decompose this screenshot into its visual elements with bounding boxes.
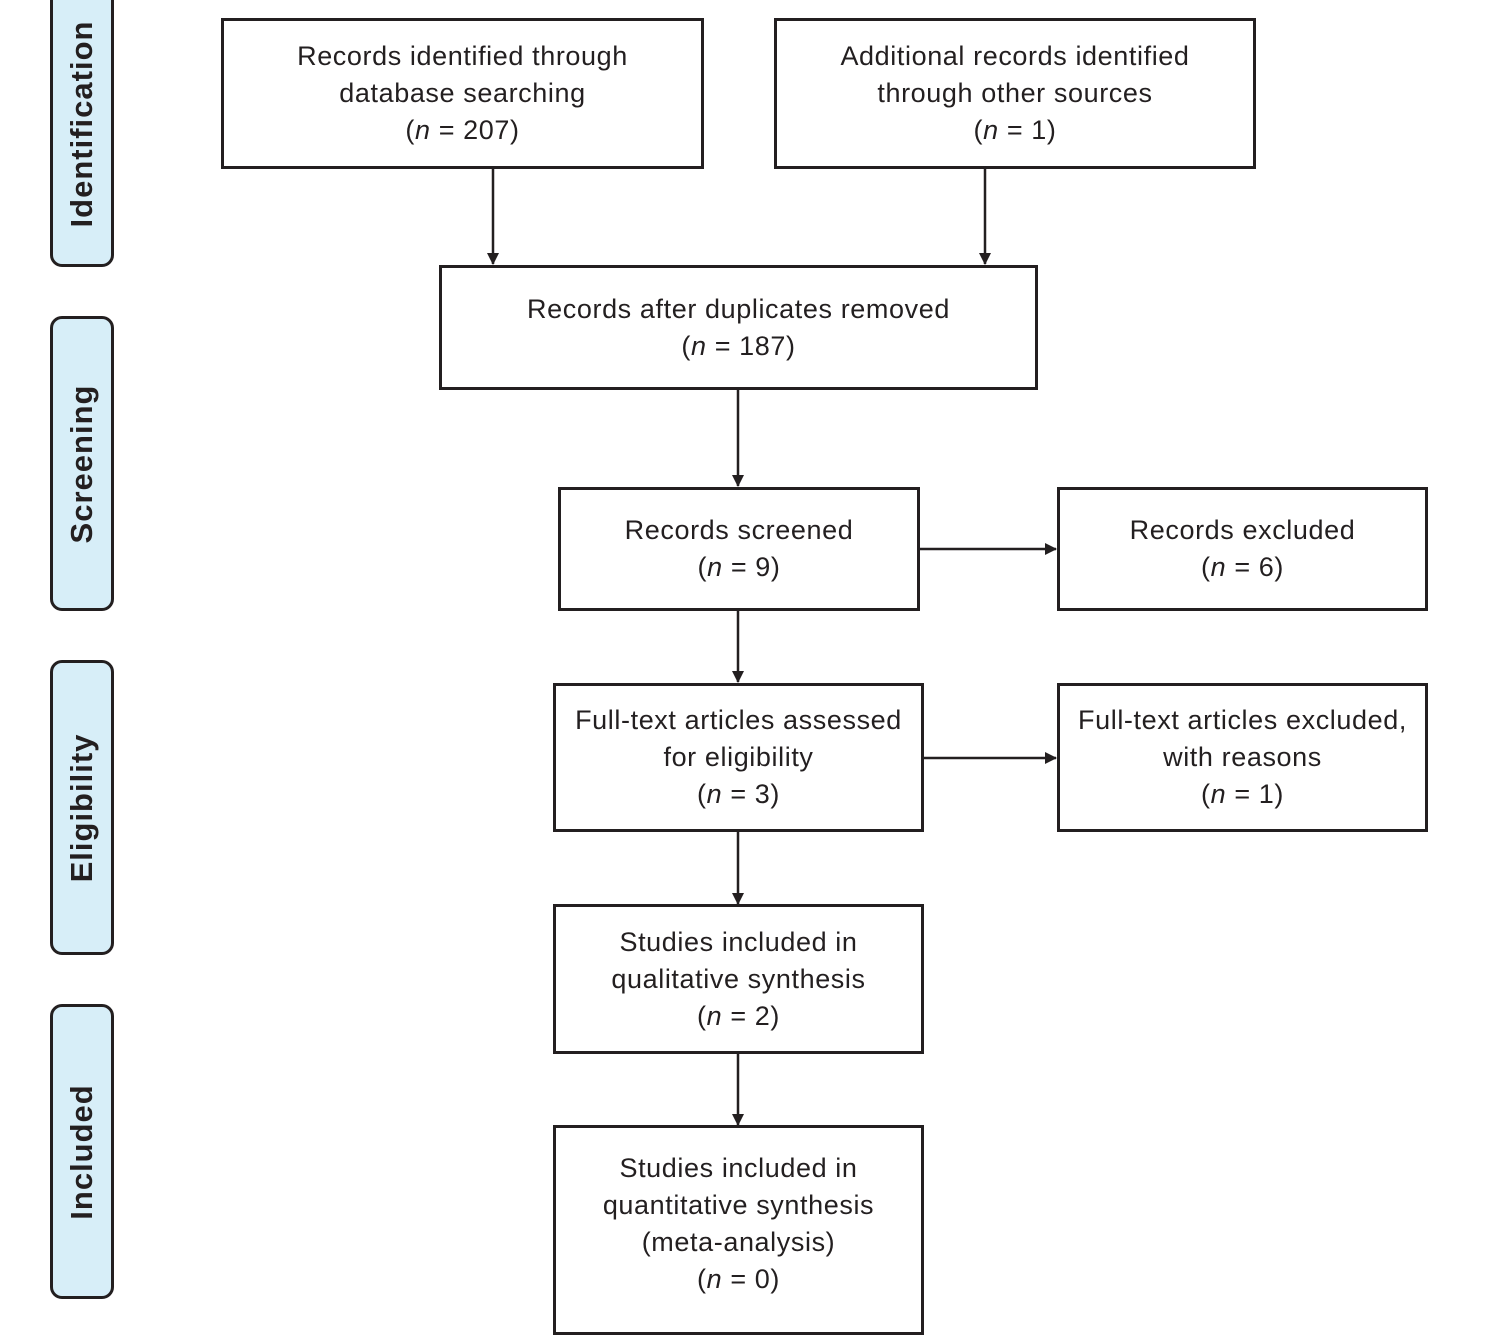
- phase-screening: Screening: [50, 316, 114, 611]
- box-text-line: quantitative synthesis: [602, 1190, 875, 1220]
- phase-identification: Identification: [50, 0, 114, 267]
- box-count: (n = 1): [973, 115, 1057, 145]
- box-text-line: (meta-analysis): [641, 1227, 836, 1257]
- box-text-line: qualitative synthesis: [611, 963, 866, 994]
- box-text-line: Records screened: [624, 515, 854, 545]
- box-text-line: Records excluded: [1129, 515, 1356, 545]
- box-fulltext-excluded: Full-text articles excluded, with reason…: [1057, 683, 1428, 832]
- box-text-line: with reasons: [1163, 742, 1322, 772]
- box-text-line: Studies included in: [619, 926, 858, 957]
- box-count: (n = 1): [1201, 779, 1284, 809]
- box-qualitative-synthesis: Studies included in qualitative synthesi…: [553, 904, 924, 1054]
- box-fulltext-assessed: Full-text articles assessed for eligibil…: [553, 683, 924, 832]
- box-count: (n = 0): [697, 1264, 780, 1294]
- box-text-line: Additional records identified: [840, 41, 1190, 71]
- box-count: (n = 207): [405, 115, 520, 145]
- box-text-line: Records after duplicates removed: [527, 293, 950, 324]
- box-quantitative-synthesis: Studies included in quantitative synthes…: [553, 1125, 924, 1335]
- box-text-line: through other sources: [877, 78, 1153, 108]
- box-records-screened: Records screened (n = 9): [558, 487, 920, 611]
- phase-included: Included: [50, 1004, 114, 1299]
- phase-eligibility: Eligibility: [50, 660, 114, 955]
- box-text-line: database searching: [339, 78, 586, 108]
- box-text-line: Studies included in: [619, 1153, 858, 1183]
- box-count: (n = 6): [1201, 552, 1284, 582]
- box-duplicates-removed: Records after duplicates removed (n = 18…: [439, 265, 1038, 390]
- box-records-excluded: Records excluded (n = 6): [1057, 487, 1428, 611]
- box-database-records: Records identified through database sear…: [221, 18, 704, 169]
- box-text-line: for eligibility: [663, 742, 814, 772]
- box-text-line: Full-text articles assessed: [575, 705, 902, 735]
- box-text-line: Full-text articles excluded,: [1078, 705, 1407, 735]
- box-count: (n = 2): [697, 1000, 780, 1031]
- box-text-line: Records identified through: [297, 41, 628, 71]
- box-count: (n = 187): [681, 330, 796, 361]
- box-count: (n = 9): [697, 552, 781, 582]
- box-other-sources: Additional records identified through ot…: [774, 18, 1256, 169]
- box-count: (n = 3): [697, 779, 780, 809]
